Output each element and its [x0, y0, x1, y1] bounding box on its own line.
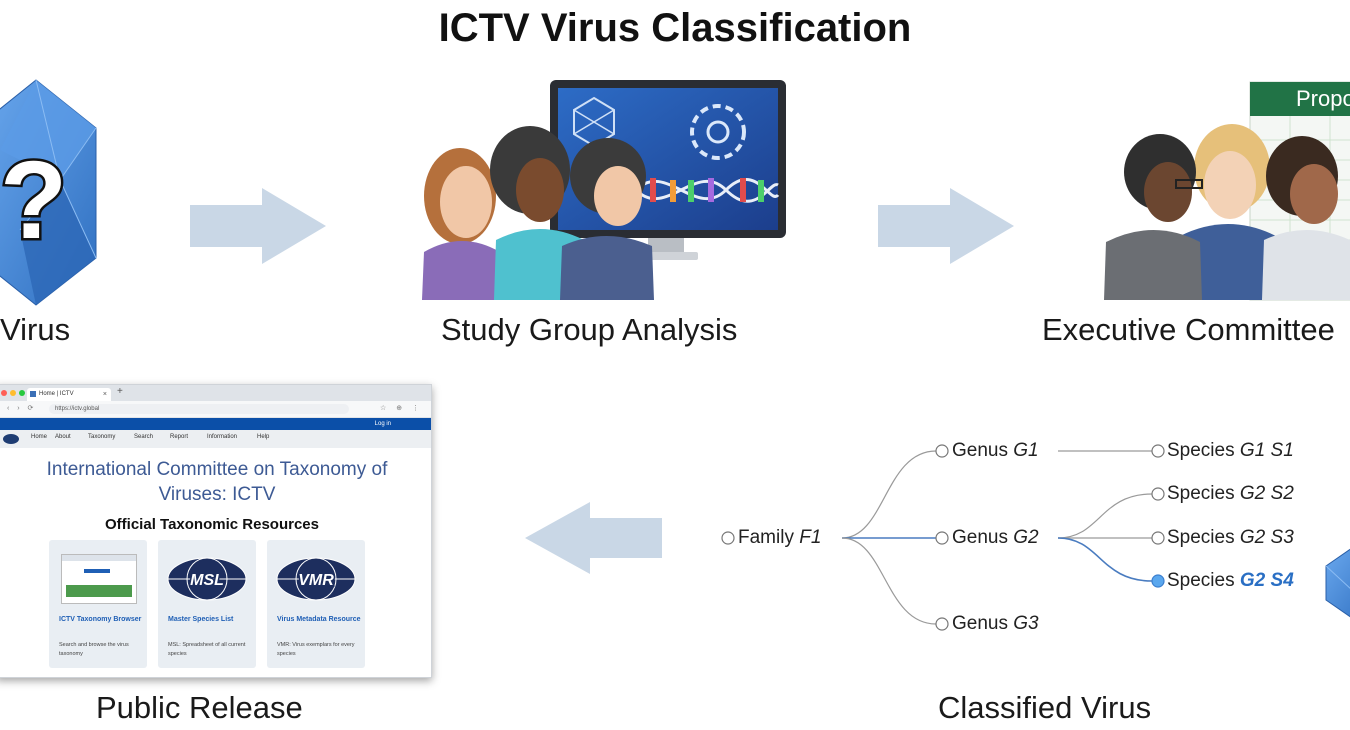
tab-favicon-icon: [30, 391, 36, 397]
stage-label-classified: Classified Virus: [938, 690, 1152, 725]
node-species-g2-s2: [1151, 487, 1165, 501]
arrow-right-1: [190, 188, 326, 264]
msl-badge-text: MSL: [190, 572, 224, 589]
window-zoom-dot[interactable]: [19, 390, 25, 396]
browser-tab[interactable]: Home | ICTV ×: [27, 388, 111, 401]
unknown-virus-icon: ?: [0, 79, 97, 306]
study-group-people-icon: [422, 126, 654, 300]
resource-card-master-species-list[interactable]: MSL Master Species List MSL: Spreadsheet…: [158, 540, 256, 668]
taxon-label-family: Family F1: [738, 527, 822, 548]
window-close-dot[interactable]: [1, 390, 7, 396]
site-menu-bar: Home About Taxonomy Search Report Inform…: [0, 430, 431, 448]
msl-globe-icon: MSL: [167, 557, 247, 601]
question-mark: ?: [0, 139, 67, 262]
node-species-g2-s4: [1151, 574, 1165, 588]
resources-heading: Official Taxonomic Resources: [105, 516, 319, 533]
menu-information[interactable]: Information: [207, 434, 238, 440]
taxonomy-browser-thumbnail: [61, 554, 137, 604]
site-title: International Committee on Taxonomy of V…: [46, 459, 388, 505]
browser-toolbar-icons[interactable]: ☆ ⊕ ⋮: [379, 405, 423, 412]
node-genus-g2: [935, 531, 949, 545]
menu-search[interactable]: Search: [134, 434, 154, 440]
taxon-label-species-g2-s3: Species G2 S3: [1167, 527, 1294, 548]
executive-committee-people-icon: [1104, 124, 1350, 300]
node-species-g2-s3: [1151, 531, 1165, 545]
card-title[interactable]: Master Species List: [168, 616, 234, 623]
menu-about[interactable]: About: [55, 434, 71, 440]
arrow-right-2: [878, 188, 1014, 264]
classified-virus-icon: [1325, 548, 1350, 618]
url-input[interactable]: https://ictv.global: [49, 404, 349, 414]
taxon-label-species-g1-s1: Species G1 S1: [1167, 440, 1294, 461]
node-family-f1: [721, 531, 735, 545]
card-title[interactable]: Virus Metadata Resource: [277, 616, 361, 623]
vmr-globe-icon: VMR: [276, 557, 356, 601]
browser-window: Home | ICTV × + ‹ › ⟳ https://ictv.globa…: [0, 384, 432, 678]
node-genus-g1: [935, 444, 949, 458]
card-description: MSL: Spreadsheet of all current species: [168, 642, 246, 657]
login-link[interactable]: Log in: [374, 421, 391, 427]
proposal-label: Propo: [1296, 86, 1350, 111]
nav-arrows-icon[interactable]: ‹ › ⟳: [7, 405, 37, 412]
stage-label-public-release: Public Release: [96, 690, 303, 725]
taxonomy-tree: [841, 450, 1153, 625]
menu-taxonomy[interactable]: Taxonomy: [88, 434, 116, 440]
proposal-banner: [1250, 82, 1350, 116]
browser-address-bar: ‹ › ⟳ https://ictv.global ☆ ⊕ ⋮: [0, 401, 431, 418]
stage-label-study-group: Study Group Analysis: [441, 312, 738, 347]
resource-card-taxonomy-browser[interactable]: ICTV Taxonomy Browser Search and browse …: [49, 540, 147, 668]
browser-tab-bar: Home | ICTV × +: [0, 385, 431, 401]
page-title: ICTV Virus Classification: [438, 6, 912, 50]
url-text: https://ictv.global: [55, 406, 100, 412]
card-title[interactable]: ICTV Taxonomy Browser: [59, 616, 142, 623]
stage-label-virus: Virus: [0, 312, 71, 347]
taxon-label-genus-g2: Genus G2: [952, 527, 1039, 548]
tab-title: Home | ICTV: [39, 391, 74, 397]
vmr-badge-text: VMR: [298, 572, 334, 589]
resource-card-virus-metadata-resource[interactable]: VMR Virus Metadata Resource VMR: Virus e…: [267, 540, 365, 668]
ictv-logo-icon[interactable]: [3, 434, 19, 444]
menu-help[interactable]: Help: [257, 434, 270, 440]
menu-home[interactable]: Home: [31, 434, 48, 440]
window-minimize-dot[interactable]: [10, 390, 16, 396]
card-description: Search and browse the virus taxonomy: [59, 642, 129, 657]
stage-label-executive: Executive Committee: [1042, 312, 1335, 347]
node-species-g1-s1: [1151, 444, 1165, 458]
taxon-label-genus-g1: Genus G1: [952, 440, 1039, 461]
taxon-label-genus-g3: Genus G3: [952, 613, 1039, 634]
new-tab-icon[interactable]: +: [117, 386, 123, 397]
card-description: VMR: Virus exemplars for every species: [277, 642, 355, 657]
arrow-left: [525, 502, 662, 574]
site-top-bar: Log in: [0, 418, 431, 430]
taxon-label-species-g2-s4: Species G2 S4: [1167, 570, 1294, 591]
taxon-label-species-g2-s2: Species G2 S2: [1167, 483, 1294, 504]
node-genus-g3: [935, 617, 949, 631]
tab-close-icon[interactable]: ×: [102, 391, 107, 398]
menu-report[interactable]: Report: [170, 434, 189, 440]
